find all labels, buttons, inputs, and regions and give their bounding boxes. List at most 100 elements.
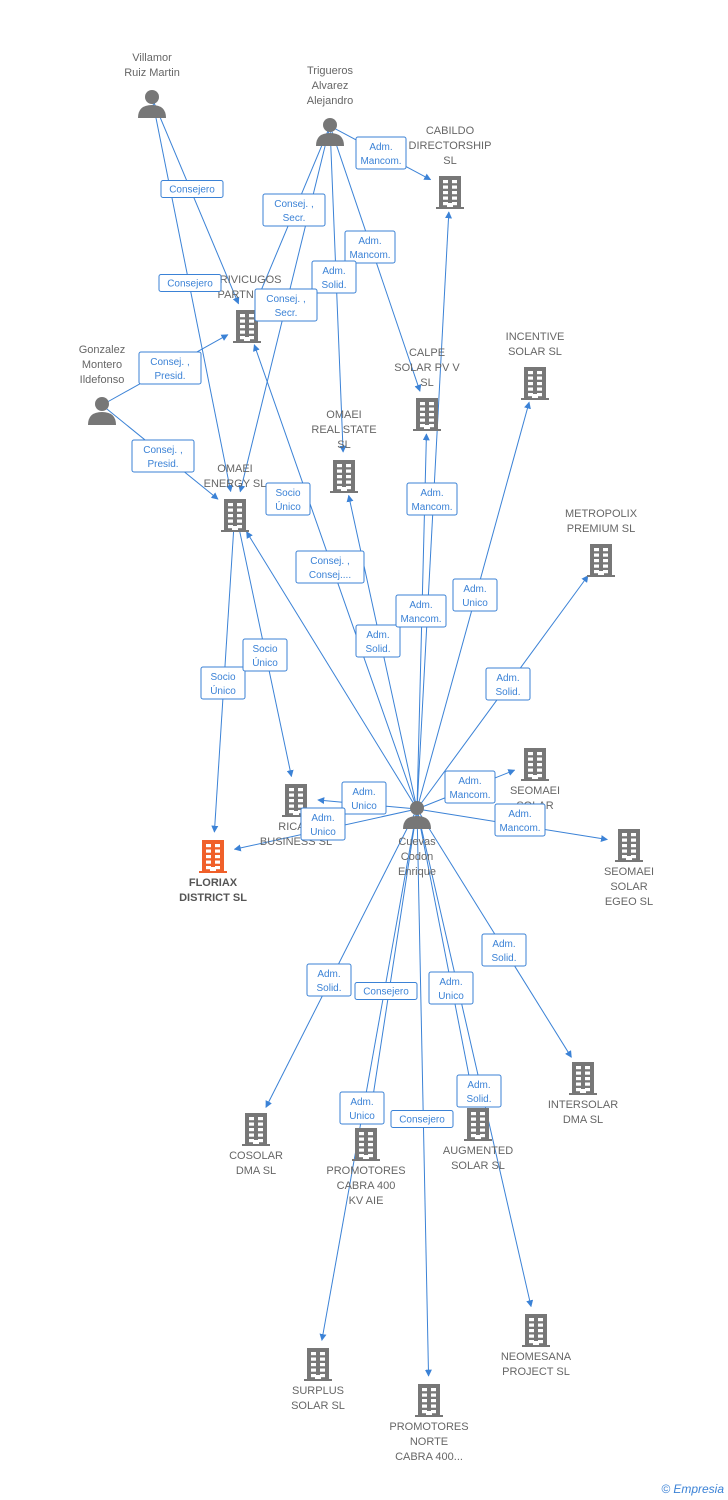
node-label-line: SL — [443, 155, 456, 167]
relation-label-cuevas-floriax[interactable]: Adm. Unico — [300, 807, 346, 841]
relation-label-cuevas-calpe[interactable]: Adm.Mancom. — [406, 482, 458, 516]
relation-label-cuevas-omaei_rs[interactable]: Adm.Solid. — [355, 624, 401, 658]
building-icon[interactable] — [330, 460, 358, 493]
relation-label-cuevas-incentive[interactable]: Adm.Unico — [452, 578, 498, 612]
relation-label-cuevas-cosolar[interactable]: Adm.Solid. — [306, 963, 352, 997]
person-icon[interactable] — [88, 397, 116, 425]
edge-line-cuevas-omaei_en — [246, 531, 418, 810]
relation-text: Adm. — [311, 813, 334, 824]
relation-text: Socio — [275, 488, 300, 499]
relation-text: Solid. — [466, 1094, 491, 1105]
relation-box — [311, 260, 357, 294]
relation-box — [160, 180, 224, 198]
relation-label-cuevas-surplus[interactable]: Consejero — [354, 982, 418, 1000]
building-icon[interactable] — [464, 1108, 492, 1141]
relation-box — [481, 933, 527, 967]
relation-label-trigueros-omaei_en[interactable]: Consej. ,Secr. — [254, 288, 318, 322]
relation-text: Adm. — [463, 584, 486, 595]
edge-line-cuevas-neomesana — [416, 808, 534, 1308]
relation-text: Consejero — [167, 279, 213, 290]
relation-label-cuevas-promotores_cabra[interactable]: Adm.Unico — [339, 1091, 385, 1125]
node-label-line: SEOMAEI — [604, 866, 654, 878]
building-icon[interactable] — [233, 310, 261, 343]
building-icon[interactable] — [587, 544, 615, 577]
relation-label-gonzalez-omaei_en[interactable]: Consej. ,Presid. — [131, 439, 195, 473]
person-icon[interactable] — [316, 118, 344, 146]
relation-label-trigueros-omaei_rs[interactable]: Adm.Solid. — [311, 260, 357, 294]
relation-text: Secr. — [283, 213, 306, 224]
relation-text: Consej. , — [150, 357, 189, 368]
relation-text: Mancom. — [360, 156, 401, 167]
relation-label-cuevas-metropolix[interactable]: Adm.Solid. — [485, 667, 531, 701]
building-icon[interactable] — [615, 829, 643, 862]
building-icon[interactable] — [199, 840, 227, 873]
relation-box — [355, 624, 401, 658]
relation-label-cuevas-promotores_norte[interactable]: Consejero — [390, 1110, 454, 1128]
node-label-line: INCENTIVE — [506, 331, 565, 343]
building-icon[interactable] — [522, 1314, 550, 1347]
building-icon[interactable] — [569, 1062, 597, 1095]
relation-label-cuevas-ricam[interactable]: Adm.Unico — [341, 781, 387, 815]
building-icon[interactable] — [242, 1113, 270, 1146]
relation-label-gonzalez-privicugos[interactable]: Consej. ,Presid. — [138, 351, 202, 385]
building-icon[interactable] — [304, 1348, 332, 1381]
relation-label-villamor-omaei_en[interactable]: Consejero — [158, 274, 222, 292]
building-icon[interactable] — [352, 1128, 380, 1161]
node-label-line: Alejandro — [307, 95, 353, 107]
relation-text: Presid. — [147, 459, 178, 470]
relation-label-cuevas-intersolar[interactable]: Adm.Solid. — [481, 933, 527, 967]
relation-label-cuevas-cabildo[interactable]: Adm.Mancom. — [395, 594, 447, 628]
building-icon[interactable] — [415, 1384, 443, 1417]
building-icon[interactable] — [221, 499, 249, 532]
relation-text: Mancom. — [400, 614, 441, 625]
relation-label-villamor-privicugos[interactable]: Consejero — [160, 180, 224, 198]
relation-text: Unico — [310, 827, 336, 838]
relation-label-cuevas-neomesana[interactable]: Adm.Solid. — [456, 1074, 502, 1108]
node-label-line: Montero — [82, 359, 122, 371]
relation-label-cuevas-omaei_en[interactable]: Consej. ,Consej.... — [295, 550, 365, 584]
building-icon[interactable] — [436, 176, 464, 209]
node-label-line: SOLAR SL — [291, 1400, 345, 1412]
relation-text: Secr. — [275, 308, 298, 319]
relation-box — [265, 482, 311, 516]
relation-label-cuevas-augmented[interactable]: Adm.Unico — [428, 971, 474, 1005]
person-icon[interactable] — [138, 90, 166, 118]
edge-line-cuevas-promotores_norte — [416, 808, 432, 1377]
node-label-line: PROJECT SL — [502, 1366, 570, 1378]
person-icon[interactable] — [403, 801, 431, 829]
relation-label-trigueros-cabildo[interactable]: Adm.Mancom. — [355, 136, 407, 170]
relation-label-cuevas-seomaei[interactable]: Adm.Mancom. — [444, 770, 496, 804]
relation-box — [355, 136, 407, 170]
relation-label-cuevas-seomaei_egeo[interactable]: Adm.Mancom. — [494, 803, 546, 837]
brand-logo[interactable]: ©Empresia — [661, 1482, 724, 1496]
building-icon[interactable] — [521, 748, 549, 781]
building-icon[interactable] — [521, 367, 549, 400]
relation-label-trigueros-privicugos[interactable]: Consej. ,Secr. — [262, 193, 326, 227]
building-icon[interactable] — [413, 398, 441, 431]
node-label-line: REAL STATE — [311, 424, 376, 436]
relation-label-trigueros-calpe[interactable]: Adm.Mancom. — [344, 230, 396, 264]
relation-box — [406, 482, 458, 516]
